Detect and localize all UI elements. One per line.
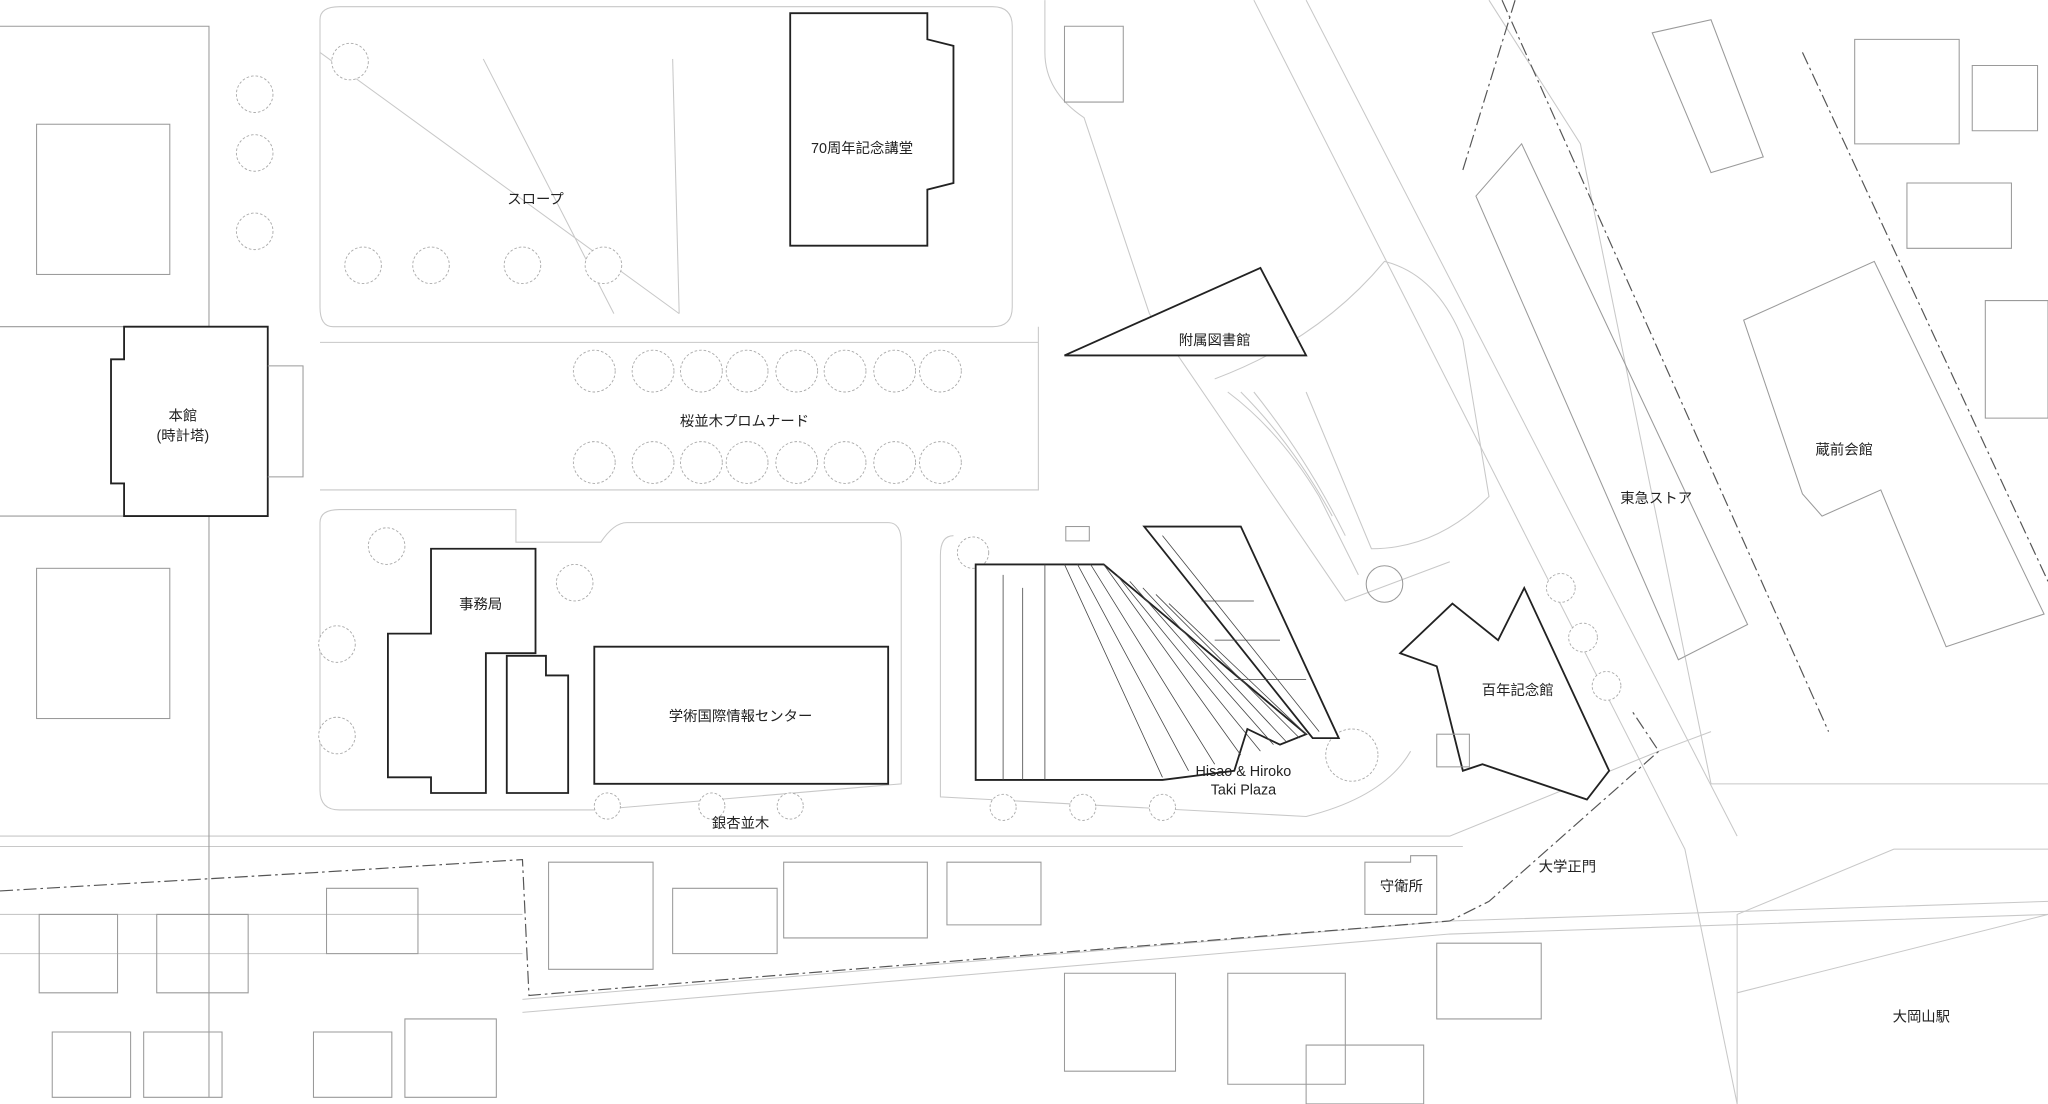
auditorium-building xyxy=(789,12,955,247)
library-building xyxy=(1064,266,1308,357)
slab-building xyxy=(1142,525,1341,740)
key-buildings xyxy=(110,12,2045,915)
info-center-building xyxy=(593,645,890,785)
centennial-hall-building xyxy=(1398,585,1611,801)
label-main-building-sub: (時計塔) xyxy=(157,427,210,444)
label-admin: 事務局 xyxy=(459,596,502,613)
label-centennial-hall: 百年記念館 xyxy=(1482,681,1554,699)
label-auditorium: 70周年記念講堂 xyxy=(811,139,913,157)
main-building xyxy=(110,325,269,517)
label-tokyu-store: 東急ストア xyxy=(1620,490,1692,507)
label-slope: スロープ xyxy=(507,191,564,208)
label-station: 大岡山駅 xyxy=(1893,1009,1950,1026)
label-plaza-line1: Hisao & Hiroko xyxy=(1196,764,1292,780)
label-ginkgo-avenue: 銀杏並木 xyxy=(712,815,769,832)
tokyu-store-building xyxy=(1475,142,1749,661)
trees xyxy=(235,42,1622,821)
label-kuramae-hall: 蔵前会館 xyxy=(1816,442,1873,459)
label-library: 附属図書館 xyxy=(1179,332,1251,349)
label-main-building: 本館 xyxy=(168,408,197,425)
kuramae-hall-building xyxy=(1743,260,2045,648)
label-promenade: 桜並木プロムナード xyxy=(680,413,809,430)
label-info-center: 学術国際情報センター xyxy=(669,708,813,725)
taki-plaza-building xyxy=(974,526,1308,781)
labels: 70周年記念講堂 スロープ 附属図書館 本館 (時計塔) 桜並木プロムナード 事… xyxy=(157,139,1951,1026)
label-plaza-line2: Taki Plaza xyxy=(1211,782,1276,798)
annex-building xyxy=(505,654,570,794)
label-main-gate: 大学正門 xyxy=(1539,858,1596,875)
label-guardhouse: 守衛所 xyxy=(1380,878,1423,895)
guardhouse-building xyxy=(1364,855,1438,915)
admin-building xyxy=(387,547,537,794)
